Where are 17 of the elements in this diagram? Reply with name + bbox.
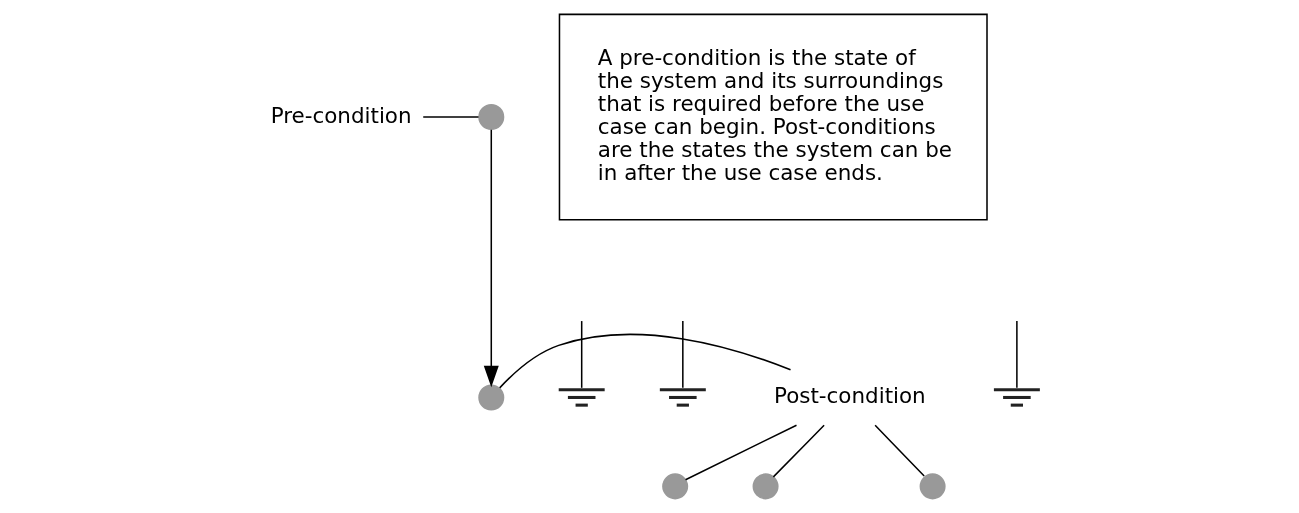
node-circle: [662, 473, 689, 500]
connector: [422, 116, 480, 118]
node-box: A pre-condition is the state of the system and its surroundings that is required before the use case can begin. Post-conditions are the states the system can be in after the use case ends.: [558, 13, 988, 221]
connector: [682, 320, 684, 389]
connector: [1016, 320, 1018, 389]
node-text: Pre-condition: [270, 102, 412, 128]
connector: [684, 424, 798, 481]
node-circle: [919, 473, 946, 500]
connector: [498, 333, 792, 389]
node-circle: [478, 384, 505, 411]
node-circle: [752, 473, 779, 500]
node-text: Post-condition: [774, 383, 926, 409]
connector: [580, 320, 583, 389]
node-circle: [478, 104, 505, 131]
connector: [772, 424, 825, 478]
arrow: [483, 129, 499, 388]
connector: [874, 424, 925, 477]
